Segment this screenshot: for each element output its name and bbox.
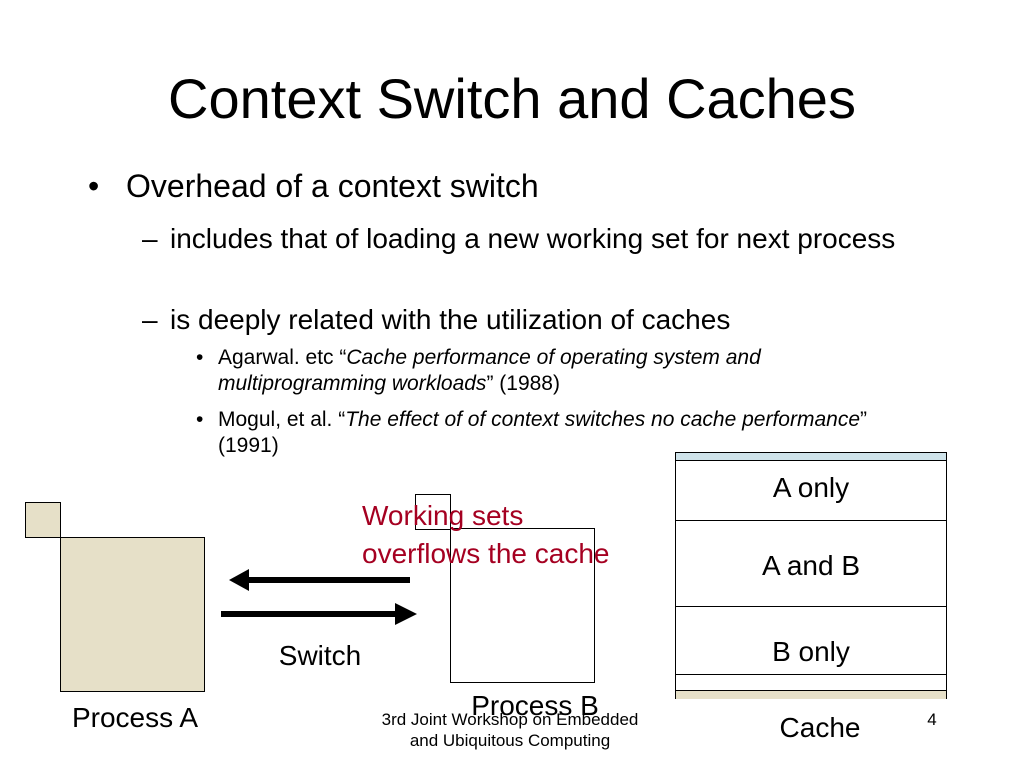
- overflow-note-line-1: Working sets: [362, 500, 524, 531]
- process-a-working-set: [60, 537, 205, 692]
- citation-mogul: Mogul, et al. “The effect of of context …: [218, 407, 908, 459]
- overflow-note-line-2: overflows the cache: [362, 538, 610, 569]
- citation-agarwal-year: ” (1988): [486, 372, 560, 395]
- cache-block: A only A and B B only: [675, 452, 947, 699]
- cache-label: Cache: [779, 712, 861, 743]
- page-number: 4: [927, 710, 937, 729]
- arrow-left-icon: [229, 569, 410, 591]
- process-b-label: Process B: [471, 690, 599, 721]
- sub-bullet-working-set: includes that of loading a new working s…: [170, 223, 896, 254]
- slide-title: Context Switch and Caches: [168, 67, 856, 130]
- sub-bullet-caches: is deeply related with the utilization o…: [170, 304, 731, 335]
- process-b-small-block: [415, 494, 451, 530]
- footer-line-1: 3rd Joint Workshop on Embedded: [381, 710, 639, 729]
- cache-row-a-only: A only: [772, 472, 850, 503]
- cache-bottom-band: [676, 690, 946, 699]
- bullet-overhead: Overhead of a context switch: [126, 168, 539, 204]
- citation-mogul-year: ” (1991): [218, 408, 868, 457]
- footer-venue: 3rd Joint Workshop on Embedded and Ubiqu…: [340, 709, 680, 751]
- process-b-working-set: [450, 528, 595, 683]
- cache-row-b-only: B only: [772, 636, 850, 667]
- overflow-note: Working sets overflows the cache: [362, 497, 672, 573]
- bullet-marker: •: [196, 346, 204, 369]
- switch-label: Switch: [278, 640, 362, 671]
- citation-agarwal-title: Cache performance of operating system an…: [218, 346, 761, 395]
- cache-divider: [676, 674, 946, 675]
- bullet-marker: •: [88, 168, 100, 204]
- process-a-small-block: [25, 502, 61, 538]
- cache-divider: [676, 520, 946, 521]
- arrow-right-icon: [221, 603, 417, 625]
- citation-mogul-prefix: Mogul, et al. “: [218, 408, 346, 431]
- cache-row-a-and-b: A and B: [761, 550, 861, 581]
- process-a-label: Process A: [71, 702, 199, 733]
- footer-line-2: and Ubiquitous Computing: [409, 731, 611, 750]
- dash-marker: –: [142, 304, 158, 335]
- cache-top-band: [676, 453, 946, 461]
- cache-divider: [676, 606, 946, 607]
- citation-agarwal: Agarwal. etc “Cache performance of opera…: [218, 345, 908, 397]
- bullet-marker: •: [196, 408, 204, 431]
- switch-arrows: [221, 569, 417, 625]
- dash-marker: –: [142, 223, 158, 254]
- citation-mogul-title: The effect of of context switches no cac…: [345, 408, 861, 431]
- citation-agarwal-prefix: Agarwal. etc “: [218, 346, 347, 369]
